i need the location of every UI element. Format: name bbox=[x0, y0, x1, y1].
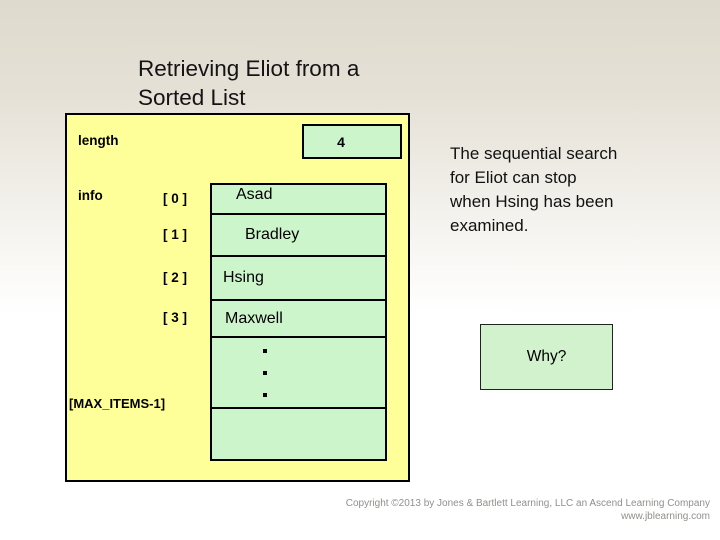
max-items-label: [MAX_ITEMS-1] bbox=[69, 396, 166, 411]
annotation-text: The sequential search for Eliot can stop… bbox=[450, 142, 617, 238]
page-title-line-2: Sorted List bbox=[138, 85, 246, 110]
array-cell-2: Hsing bbox=[212, 257, 385, 301]
ellipsis-dot bbox=[263, 392, 267, 397]
array-index-1: [ 1 ] bbox=[162, 227, 187, 242]
array-cell-0: Asad bbox=[212, 185, 385, 215]
why-box: Why? bbox=[480, 324, 613, 390]
array-cell-3: Maxwell bbox=[212, 301, 385, 338]
annotation-line-4: examined. bbox=[450, 216, 529, 235]
sorted-list-diagram: length 4 info [ 0 ] [ 1 ] [ 2 ] [ 3 ] As… bbox=[65, 113, 410, 482]
copyright-line-1: Copyright ©2013 by Jones & Bartlett Lear… bbox=[345, 498, 710, 509]
length-value: 4 bbox=[337, 133, 345, 150]
ellipsis-dot bbox=[263, 370, 267, 375]
array-index-0: [ 0 ] bbox=[162, 191, 187, 206]
length-value-box: 4 bbox=[302, 124, 402, 159]
vertical-ellipsis-icon bbox=[212, 338, 385, 409]
array-cell-last-empty bbox=[212, 409, 385, 459]
annotation-line-2: for Eliot can stop bbox=[450, 168, 577, 187]
page-title-line-1: Retrieving Eliot from a bbox=[138, 56, 360, 81]
copyright-line-2: www.jblearning.com bbox=[621, 511, 710, 522]
array-cell-1: Bradley bbox=[212, 215, 385, 257]
length-label: length bbox=[78, 133, 119, 148]
annotation-line-3: when Hsing has been bbox=[450, 192, 614, 211]
array-index-3: [ 3 ] bbox=[162, 310, 187, 325]
array-cells: Asad Bradley Hsing Maxwell bbox=[210, 183, 387, 461]
info-label: info bbox=[78, 188, 103, 203]
copyright-notice: Copyright ©2013 by Jones & Bartlett Lear… bbox=[346, 497, 710, 523]
ellipsis-dot bbox=[263, 348, 267, 353]
array-index-2: [ 2 ] bbox=[162, 270, 187, 285]
annotation-line-1: The sequential search bbox=[450, 144, 618, 163]
why-box-label: Why? bbox=[526, 348, 567, 365]
page-title: Retrieving Eliot from a Sorted List bbox=[138, 54, 359, 112]
